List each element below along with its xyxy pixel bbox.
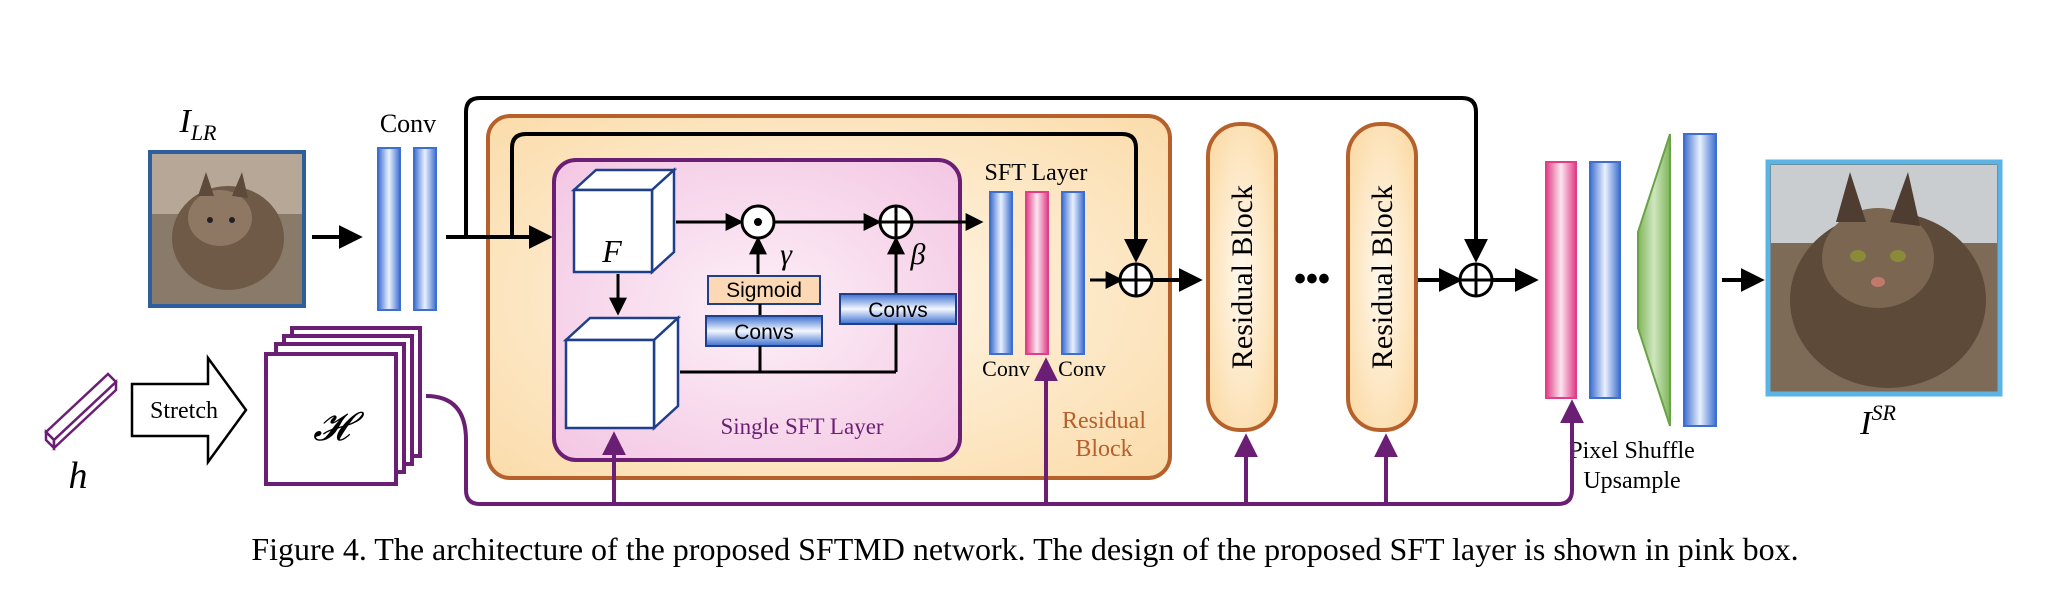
- beta-label: β: [910, 238, 926, 271]
- condition-line: [425, 394, 1584, 506]
- lr-image: [148, 150, 306, 308]
- feature-cube-F: [570, 167, 678, 275]
- sft-block: [1025, 191, 1049, 355]
- sigmoid-label: Sigmoid: [726, 279, 802, 302]
- convs-right-label: Convs: [868, 299, 928, 322]
- sft-conv-2: [1061, 191, 1085, 355]
- sft-conv-1: [989, 191, 1013, 355]
- pixel-shuffle-label-line1: Pixel Shuffle: [1569, 438, 1695, 464]
- residual-block-1: [1206, 122, 1278, 432]
- stretched-kernel-maps: [264, 326, 422, 486]
- upsample-conv: [1589, 161, 1621, 399]
- pixel-shuffle-label-line2: Upsample: [1583, 468, 1680, 494]
- conv-layer-2: [413, 147, 437, 311]
- lr-image-label: ILR: [178, 103, 217, 145]
- stretch-label: Stretch: [150, 398, 218, 424]
- elementwise-multiply-icon: [740, 204, 776, 240]
- output-feature-cube: [562, 315, 682, 431]
- conv-layer-1: [377, 147, 401, 311]
- convs-left-box: [705, 315, 823, 347]
- residual-block-label-line1: Residual: [1062, 408, 1146, 434]
- sft-conv-a-label: Conv: [982, 356, 1030, 381]
- kernel-bar-icon: [44, 372, 118, 452]
- single-sft-layer-label: Single SFT Layer: [720, 414, 883, 439]
- feature-F-label: F: [601, 233, 622, 269]
- residual-add-icon: [1118, 262, 1154, 298]
- pixel-shuffle-upsample: [1637, 133, 1671, 427]
- sft-layer-label: SFT Layer: [985, 160, 1088, 186]
- conv-top-label: Conv: [380, 109, 436, 138]
- sr-image-label: ISR: [1859, 400, 1896, 442]
- sft-conv-b-label: Conv: [1058, 356, 1106, 381]
- stretch-arrow: [130, 354, 248, 466]
- residual-block-2-label: Residual Block: [1366, 185, 1399, 369]
- residual-block-label-line2: Block: [1075, 436, 1132, 462]
- figure-caption: Figure 4. The architecture of the propos…: [251, 531, 1798, 567]
- gamma-label: γ: [780, 238, 793, 271]
- residual-skip-connection: [446, 132, 1148, 263]
- sigmoid-box: [707, 275, 821, 305]
- convs-right-box: [839, 293, 957, 325]
- global-skip-connection: [446, 96, 1488, 263]
- residual-block-2: [1346, 122, 1418, 432]
- output-conv: [1683, 133, 1717, 427]
- ellipsis: •••: [1294, 260, 1330, 298]
- residual-block-1-label: Residual Block: [1226, 185, 1259, 369]
- elementwise-add-icon: [878, 204, 914, 240]
- kernel-h-label: h: [69, 455, 88, 497]
- convs-left-label: Convs: [734, 321, 794, 344]
- sr-image: [1765, 159, 2003, 397]
- upsample-sft-layer: [1545, 161, 1577, 399]
- global-add-icon: [1458, 262, 1494, 298]
